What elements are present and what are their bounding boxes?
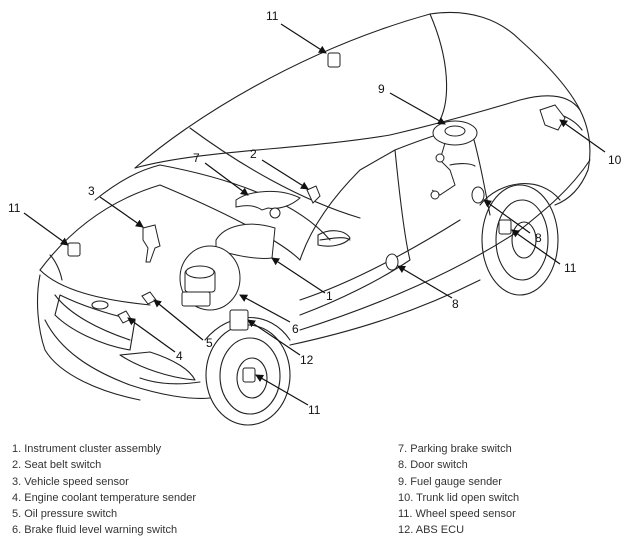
legend-item-4: 4. Engine coolant temperature sender bbox=[12, 491, 197, 504]
vehicle-component-diagram: 11 9 10 7 2 3 11 8 11 1 8 6 5 4 12 11 bbox=[8, 9, 622, 426]
legend-item-2: 2. Seat belt switch bbox=[12, 459, 102, 472]
oil-pressure-switch bbox=[141, 291, 157, 305]
callout-7: 7 bbox=[193, 151, 200, 165]
callout-8-door: 8 bbox=[452, 297, 459, 311]
car-body-outline bbox=[36, 11, 591, 426]
wheel-speed-sensor-rear-box bbox=[498, 219, 512, 235]
callout-11-left: 11 bbox=[8, 201, 21, 215]
legend-right-column: 7. Parking brake switch 8. Door switch 9… bbox=[398, 441, 519, 539]
components bbox=[67, 52, 566, 383]
callout-2: 2 bbox=[250, 147, 257, 161]
legend-item-6: 6. Brake fluid level warning switch bbox=[12, 524, 178, 537]
leader-lines bbox=[23, 23, 606, 406]
callout-6: 6 bbox=[292, 322, 299, 336]
callout-5: 5 bbox=[206, 336, 213, 350]
wheel-speed-sensor-front-box bbox=[242, 367, 256, 383]
parking-brake-switch bbox=[235, 190, 301, 211]
legend-item-12: 12. ABS ECU bbox=[398, 524, 465, 537]
callout-4: 4 bbox=[176, 349, 183, 363]
wheel-speed-sensor-left-box bbox=[67, 242, 81, 257]
callout-11-front: 11 bbox=[308, 403, 321, 417]
callout-11-rear: 11 bbox=[564, 261, 577, 275]
legend-item-7: 7. Parking brake switch bbox=[398, 443, 512, 455]
callout-3: 3 bbox=[88, 184, 95, 198]
legend-item-9: 9. Fuel gauge sender bbox=[398, 475, 502, 488]
door-switch-front bbox=[385, 253, 399, 271]
wheel-speed-sensor-roof-box bbox=[327, 52, 341, 68]
legend-item-1: 1. Instrument cluster assembly bbox=[12, 443, 162, 455]
legend-item-5: 5. Oil pressure switch bbox=[12, 508, 118, 521]
legend-item-3: 3. Vehicle speed sensor bbox=[12, 475, 129, 488]
legend-item-11: 11. Wheel speed sensor bbox=[398, 508, 516, 521]
callout-11-top: 11 bbox=[266, 9, 279, 23]
legend-item-10: 10. Trunk lid open switch bbox=[398, 491, 520, 504]
vehicle-speed-sensor bbox=[142, 224, 161, 263]
door-switch-rear bbox=[471, 186, 485, 204]
engine-coolant-temperature-sender bbox=[117, 310, 132, 324]
trunk-lid-open-switch bbox=[539, 104, 566, 131]
callout-10: 10 bbox=[608, 153, 622, 167]
callout-8-rear: 8 bbox=[535, 231, 542, 245]
seat-belt-switch bbox=[306, 185, 321, 204]
callout-numbers: 11 9 10 7 2 3 11 8 11 1 8 6 5 4 12 11 bbox=[8, 9, 622, 417]
abs-ecu bbox=[229, 309, 249, 331]
callout-1: 1 bbox=[326, 289, 333, 303]
callout-12: 12 bbox=[300, 353, 314, 367]
legend-item-8: 8. Door switch bbox=[398, 459, 468, 472]
legend-left-column: 1. Instrument cluster assembly 2. Seat b… bbox=[12, 441, 196, 539]
callout-9: 9 bbox=[378, 82, 385, 96]
